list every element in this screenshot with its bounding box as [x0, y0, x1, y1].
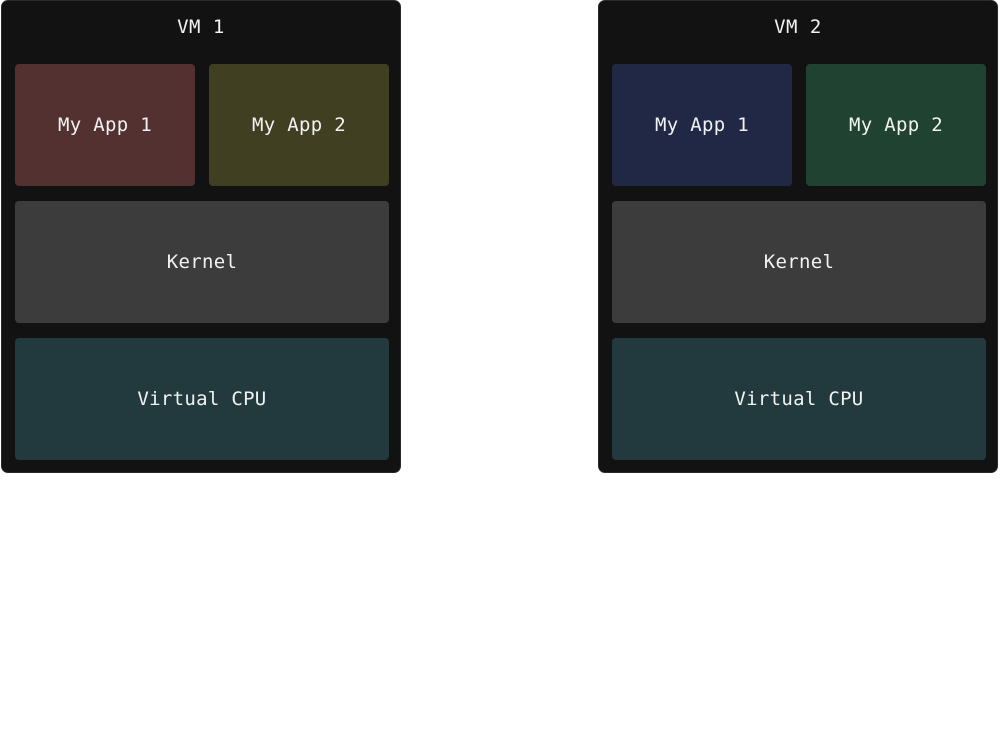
vm-2-kernel-block: Kernel [612, 201, 986, 323]
vm-1-app-2-block: My App 2 [209, 64, 389, 186]
vm-1-kernel-block: Kernel [15, 201, 389, 323]
vm-1-title: VM 1 [177, 16, 225, 38]
vm-2-app-2-block: My App 2 [806, 64, 986, 186]
vm-2-app-1-block: My App 1 [612, 64, 792, 186]
vm-1-virtual-cpu-block: Virtual CPU [15, 338, 389, 460]
vm-1-app-1-block: My App 1 [15, 64, 195, 186]
vm-2-virtual-cpu-block: Virtual CPU [612, 338, 986, 460]
vm-1-container: VM 1 My App 1 My App 2 Kernel Virtual CP… [1, 0, 401, 473]
vm-2-container: VM 2 My App 1 My App 2 Kernel Virtual CP… [598, 0, 998, 473]
vm-2-title: VM 2 [774, 16, 822, 38]
